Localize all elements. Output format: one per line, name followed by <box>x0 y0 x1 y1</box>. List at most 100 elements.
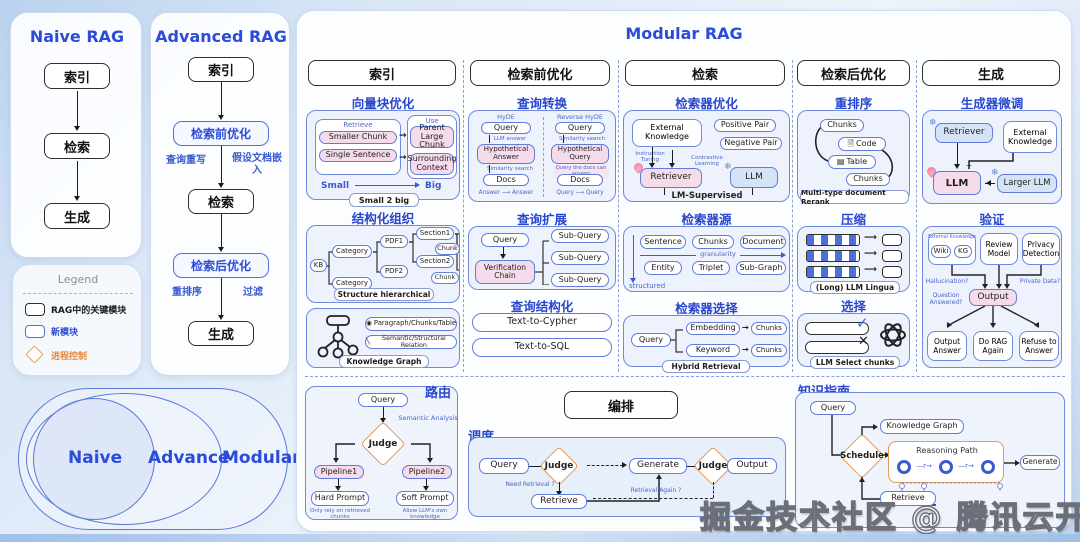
hard-prompt-note: Only rely on retrieved chunks <box>310 508 370 521</box>
legend-key-module-icon <box>25 303 45 316</box>
compressed-doc-bar <box>806 250 860 262</box>
semantic-analysis-label: Semantic Analysis <box>398 414 458 422</box>
hard-prompt-pill: Hard Prompt <box>311 491 369 506</box>
routing-box: Query Semantic Analysis Judge Pipeline1 … <box>305 386 458 520</box>
compressed-doc-bar <box>806 234 860 246</box>
sec-chunk-optimization: 向量块优化 <box>351 96 415 111</box>
openai-logo-icon <box>880 323 906 347</box>
retriever-optimization-box: External Knowledge Positive Pair Negativ… <box>623 110 790 202</box>
sched-query-pill: Query <box>479 458 529 474</box>
adv-index-box: 索引 <box>188 57 254 82</box>
rr-chunks-top-pill: Chunks <box>820 119 864 132</box>
hypothetical-answer-pill: Hypothetical Answer <box>477 144 535 164</box>
semantic-relation-pill: ╲Semantic/Structural Relation <box>365 334 457 349</box>
rr-code-pill: 🗎Code <box>838 137 886 151</box>
header-index: 索引 <box>308 60 456 86</box>
advanced-rag-panel: Advanced RAG 索引 检索前优化 查询重写 假设文档嵌入 检索 检索后… <box>150 12 290 376</box>
sched-output-pill: Output <box>727 458 777 474</box>
generator-finetune-box: ❄ Retriever External Knowledge LLM ❄ Lar… <box>922 110 1062 204</box>
reasoning-node <box>939 460 953 474</box>
section2-node: Section2 <box>416 255 454 268</box>
use-group-label: Use <box>425 117 439 125</box>
opt-retriever-pill: Retriever <box>640 168 702 188</box>
positive-pair-pill: Positive Pair <box>714 119 776 132</box>
parent-large-chunk-pill: Parent Large Chunk <box>410 123 454 149</box>
modular-rag-title: Modular RAG <box>625 24 743 43</box>
structured-label: structured <box>629 282 666 290</box>
naive-index-box: 索引 <box>44 63 110 89</box>
vf-external-knowledge-label: External Knowledge <box>928 235 976 240</box>
rev-docs-pill: Docs <box>557 174 603 186</box>
frozen-icon: ❄ <box>991 168 999 178</box>
retriever-source-box: Sentence Chunks Document granularity Ent… <box>623 226 790 292</box>
legend-panel: Legend RAG中的关键模块 新模块 进程控制 <box>12 264 142 376</box>
paragraph-chunks-table-pill: ◉Paragraph/Chunks/Table <box>365 317 457 331</box>
sec-verification: 验证 <box>979 212 1005 227</box>
header-generation: 生成 <box>922 60 1060 86</box>
routing-title: 路由 <box>424 386 451 401</box>
pdf2-node: PDF2 <box>380 265 408 278</box>
legend-process-control-label: 进程控制 <box>51 352 88 362</box>
sec-structured-org: 结构化组织 <box>351 211 415 226</box>
selection-box: ✓ ✕ LLM Select chunks <box>797 313 910 369</box>
smaller-chunk-pill: Smaller Chunk <box>319 131 397 144</box>
sec-retriever-selection: 检索器选择 <box>675 301 738 316</box>
naive-rag-panel: Naive RAG 索引 检索 生成 <box>10 12 142 258</box>
sub-query-pill: Sub-Query <box>551 229 609 243</box>
sentence-pill: Sentence <box>640 235 686 249</box>
opt-llm-pill: LLM <box>730 167 778 188</box>
rerank-caption: Multi-type document Rerank <box>800 188 909 206</box>
compression-box: ⟶ ⟶ ⟶ (Long) LLM Lingua <box>797 226 910 294</box>
legend-title: Legend <box>57 273 99 286</box>
single-sentence-pill: Single Sentence <box>319 149 397 162</box>
small2big-caption: Small 2 big <box>349 193 419 207</box>
sec-selection: 选择 <box>840 299 866 314</box>
frozen-icon: ❄ <box>724 162 732 172</box>
orchestration-box: 编排 <box>564 391 678 419</box>
knowledge-graph-box: ◉Paragraph/Chunks/Table ╲Semantic/Struct… <box>306 308 460 368</box>
lm-supervised-label: LM-Supervised <box>671 191 743 201</box>
routing-judge-diamond: Judge <box>355 421 411 467</box>
selected-chunk-bar <box>805 322 869 335</box>
hypothetical-query-pill: Hypothetical Query <box>551 144 609 164</box>
header-post-retrieval: 检索后优化 <box>797 60 910 86</box>
code-file-icon: 🗎 <box>847 138 854 148</box>
frozen-icon: ❄ <box>929 118 937 128</box>
query-query-label: Query ⟶ Query <box>556 190 604 196</box>
sub-query-pill: Sub-Query <box>551 251 609 265</box>
sec-query-structuring: 查询结构化 <box>510 299 574 314</box>
header-retrieval: 检索 <box>625 60 785 86</box>
sched-retrieve-pill: Retrieve <box>531 494 587 509</box>
sub-query-pill: Sub-Query <box>551 273 609 287</box>
legend-key-module-label: RAG中的关键模块 <box>51 306 127 316</box>
soft-prompt-note: Allow LLM's own knowledge <box>402 508 448 521</box>
similarity-search-label-2: Similarity search <box>558 136 606 142</box>
cross-icon: ✕ <box>858 334 869 349</box>
text-to-cypher-pill: Text-to-Cypher <box>472 313 612 332</box>
sched-generate-pill: Generate <box>629 458 687 474</box>
big-label: Big <box>425 181 442 191</box>
adv-rerank-label: 重排序 <box>172 287 202 298</box>
retrieval-again-label: Retrieval Again ? <box>630 487 682 494</box>
routing-query-pill: Query <box>358 393 408 407</box>
naive-rag-title: Naive RAG <box>29 27 125 46</box>
section1-node: Section1 <box>416 227 454 240</box>
rev-query-pill: Query <box>555 122 605 134</box>
vf-output-pill: Output <box>969 289 1017 306</box>
llm-select-caption: LLM Select chunks <box>810 356 900 369</box>
kg-pill: KG <box>954 245 972 258</box>
negative-pair-pill: Negative Pair <box>720 137 782 150</box>
reasoning-node <box>981 460 995 474</box>
retriever-selection-box: Query Embedding → Chunks Keyword → Chunk… <box>623 315 790 373</box>
chunk-node: Chunk <box>435 243 460 255</box>
header-pre-retrieval: 检索前优化 <box>470 60 610 86</box>
advanced-rag-title: Advanced RAG <box>155 27 287 46</box>
guide-query-pill: Query <box>810 401 856 415</box>
adv-pre-retrieval-box: 检索前优化 <box>173 121 269 146</box>
llm-answer-label: LLM answer <box>493 136 527 142</box>
external-knowledge-box: External Knowledge <box>632 119 702 147</box>
sched-judge1-diamond: Judge <box>531 446 587 486</box>
hallucination-label: Hallucination? <box>925 278 969 285</box>
review-model-box: Review Model <box>980 233 1018 265</box>
adv-generate-box: 生成 <box>188 321 254 346</box>
